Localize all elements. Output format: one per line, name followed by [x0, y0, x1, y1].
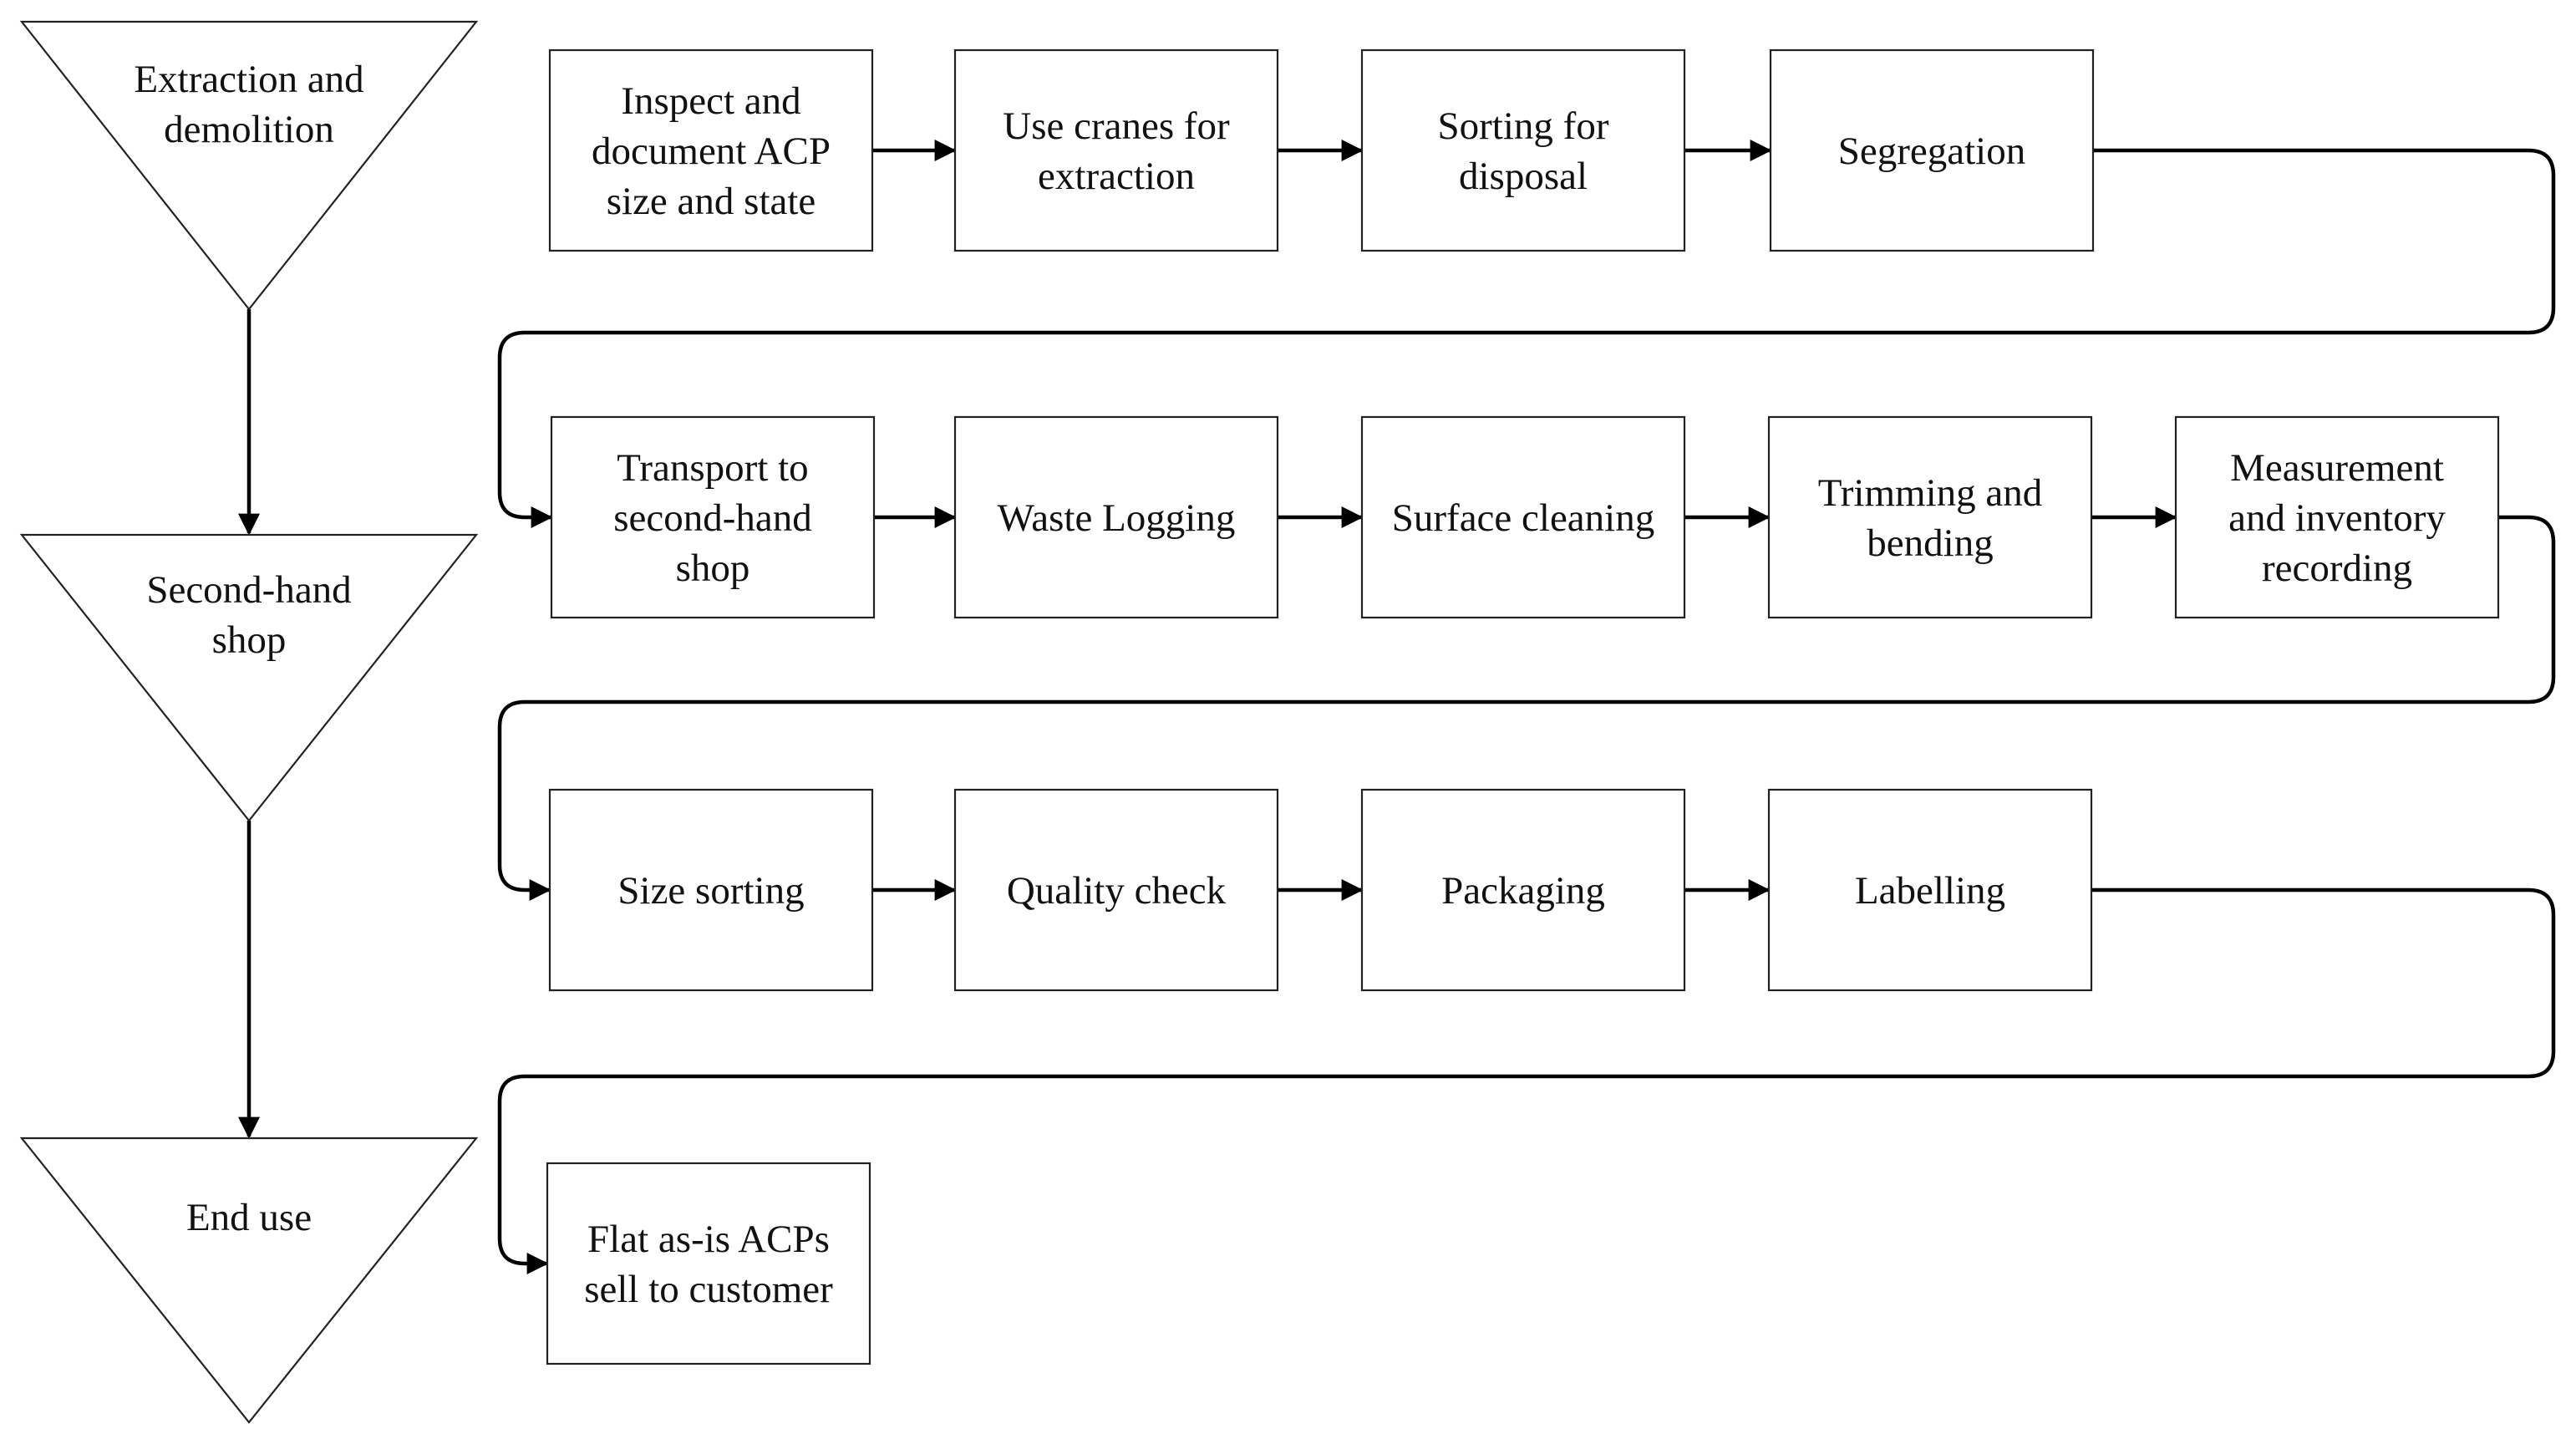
process-step-sorting-disposal: Sorting for disposal: [1360, 48, 1686, 252]
process-box-label: Surface cleaning: [1392, 496, 1654, 540]
process-box-label-line: second-hand: [613, 496, 812, 540]
process-box: [1767, 415, 2093, 619]
process-box-label: Size sorting: [617, 869, 804, 913]
process-box: [548, 788, 874, 992]
process-box-label-line: Quality check: [1007, 869, 1227, 913]
process-step-flat-acps: Flat as-is ACPs sell to customer: [546, 1162, 871, 1365]
process-box-layer: Inspect and document ACP size and state Use…: [546, 48, 2500, 1365]
process-box-label-line: Surface cleaning: [1392, 496, 1654, 540]
process-box-label: Sorting for disposal: [1438, 104, 1609, 198]
process-step-measurement: Measurement and inventory recording: [2174, 415, 2500, 619]
process-box-label-line: recording: [2262, 547, 2412, 590]
process-box: [953, 415, 1279, 619]
process-box-label-line: Size sorting: [617, 869, 804, 913]
stage-label-line: shop: [212, 618, 287, 662]
row-connector-arrow: [497, 887, 2556, 1274]
process-box-label: Transport to second-hand shop: [613, 446, 812, 590]
process-box: [546, 1162, 871, 1365]
process-box-label: Quality check: [1007, 869, 1227, 913]
stage-label-line: Extraction and: [134, 58, 363, 101]
process-step-packaging: Packaging: [1360, 788, 1686, 992]
stage-extraction: Extraction and demolition: [19, 20, 479, 311]
process-box-label-line: and inventory: [2228, 496, 2446, 540]
process-step-cranes: Use cranes for extraction: [953, 48, 1279, 252]
process-step-segregation: Segregation: [1769, 48, 2095, 252]
process-box-label-line: Segregation: [1838, 130, 2026, 173]
process-box-label-line: Flat as-is ACPs: [587, 1218, 830, 1261]
process-step-transport: Transport to second-hand shop: [550, 415, 876, 619]
process-box: [953, 48, 1279, 252]
process-box-label-line: disposal: [1459, 155, 1588, 198]
process-box-label-line: size and state: [607, 180, 816, 223]
process-box-label-line: extraction: [1038, 155, 1195, 198]
process-box: [550, 415, 876, 619]
process-step-waste-logging: Waste Logging: [953, 415, 1279, 619]
row-connector-arrow: [497, 515, 2556, 901]
process-box-label: Waste Logging: [998, 496, 1236, 540]
stage-label: End use: [186, 1196, 312, 1239]
process-box-label-line: Labelling: [1855, 869, 2005, 913]
process-box: [1360, 788, 1686, 992]
stage-second-hand-shop: Second-hand shop: [19, 533, 479, 822]
process-box: [953, 788, 1279, 992]
process-box-label: Labelling: [1855, 869, 2005, 913]
process-box-label: Trimming and bending: [1818, 471, 2043, 565]
process-box-label-line: Trimming and: [1818, 471, 2043, 515]
stage-label: Extraction and demolition: [134, 58, 363, 151]
process-box-label-line: shop: [676, 547, 750, 590]
process-box-label-line: Sorting for: [1438, 104, 1609, 148]
process-box-label-line: Transport to: [617, 446, 808, 490]
process-step-trimming: Trimming and bending: [1767, 415, 2093, 619]
process-step-inspect: Inspect and document ACP size and state: [548, 48, 874, 252]
process-step-labelling: Labelling: [1767, 788, 2093, 992]
stage-triangle: [19, 20, 479, 311]
row-connector-arrow: [497, 148, 2556, 528]
process-box-label: Measurement and inventory recording: [2228, 446, 2446, 590]
process-box-label-line: document ACP: [592, 130, 831, 173]
process-box-label: Flat as-is ACPs sell to customer: [584, 1218, 833, 1311]
process-box: [1360, 48, 1686, 252]
process-box: [1360, 415, 1686, 619]
process-step-surface-cleaning: Surface cleaning: [1360, 415, 1686, 619]
stage-label-line: End use: [186, 1196, 312, 1239]
process-box: [1769, 48, 2095, 252]
process-box-label: Use cranes for extraction: [1003, 104, 1230, 198]
process-box-label-line: Measurement: [2230, 446, 2444, 490]
process-box-label-line: sell to customer: [584, 1268, 833, 1311]
stage-triangle: [19, 1137, 479, 1424]
stage-triangle: [19, 533, 479, 822]
process-box-label-line: bending: [1867, 521, 1993, 565]
process-step-size-sorting: Size sorting: [548, 788, 874, 992]
stage-end-use: End use: [19, 1137, 479, 1424]
stage-label: Second-hand shop: [146, 568, 351, 662]
process-box-label: Inspect and document ACP size and state: [592, 79, 831, 223]
process-box: [1767, 788, 2093, 992]
stage-label-line: demolition: [164, 108, 334, 151]
stage-label-line: Second-hand: [146, 568, 351, 612]
process-box-label-line: Packaging: [1441, 869, 1605, 913]
connectors-layer: [238, 140, 2556, 1274]
process-box-label-line: Inspect and: [621, 79, 800, 123]
process-step-quality-check: Quality check: [953, 788, 1279, 992]
process-box-label-line: Waste Logging: [998, 496, 1236, 540]
process-box: [548, 48, 874, 252]
process-box-label: Segregation: [1838, 130, 2026, 173]
process-box-label: Packaging: [1441, 869, 1605, 913]
process-box-label-line: Use cranes for: [1003, 104, 1230, 148]
process-box: [2174, 415, 2500, 619]
